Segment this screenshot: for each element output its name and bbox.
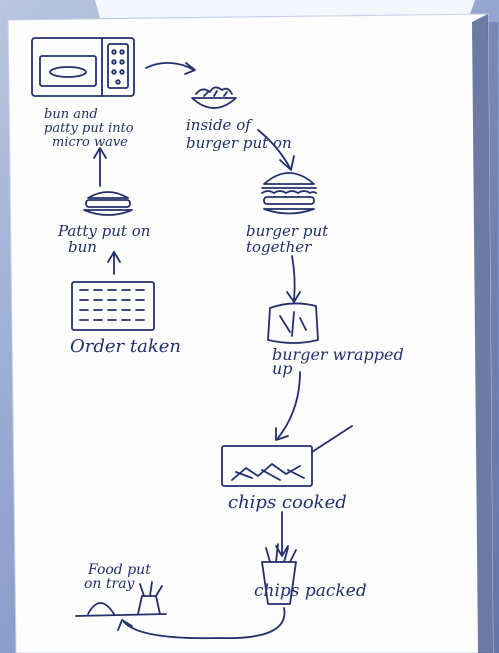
patty-bun-icon bbox=[83, 191, 133, 216]
label-line: burger wrapped bbox=[272, 345, 404, 364]
label-line: micro wave bbox=[52, 135, 128, 150]
inside-burger-label: inside of burger put on bbox=[186, 116, 292, 152]
flow-arrow bbox=[117, 607, 286, 640]
order-token-icon bbox=[71, 281, 155, 331]
flow-arrow bbox=[145, 62, 196, 75]
flow-arrow bbox=[275, 511, 289, 557]
label-line: together bbox=[246, 238, 312, 256]
flow-arrow bbox=[107, 251, 121, 275]
label-line: inside of bbox=[186, 116, 253, 134]
paper-fold bbox=[472, 14, 493, 653]
flow-arrow bbox=[275, 371, 301, 441]
chips-packed-label: chips packed bbox=[254, 581, 367, 601]
food-tray-icon bbox=[75, 581, 167, 617]
burger-filling-icon bbox=[191, 86, 237, 109]
flow-arrow bbox=[257, 129, 295, 171]
label-line: on tray bbox=[84, 576, 136, 592]
label-line: Patty put on bbox=[57, 222, 150, 240]
label-line: bun bbox=[68, 238, 97, 256]
paper-sheet bbox=[7, 13, 494, 653]
order-taken-label: Order taken bbox=[70, 336, 181, 357]
burger-icon bbox=[261, 172, 317, 215]
label-line: up bbox=[272, 359, 293, 378]
food-on-tray-label: Food put on tray bbox=[84, 562, 155, 592]
background-sheet bbox=[95, 0, 475, 18]
burger-wrapped-label: burger wrapped up bbox=[272, 345, 409, 378]
microwave-label: bun and patty put into micro wave bbox=[44, 107, 138, 150]
flow-arrow bbox=[93, 147, 107, 187]
burger-together-label: burger put together bbox=[246, 222, 333, 256]
fryer-basket-icon bbox=[221, 425, 353, 487]
patty-bun-label: Patty put on bun bbox=[57, 222, 155, 256]
chips-cooked-label: chips cooked bbox=[228, 492, 347, 513]
wrapped-burger-icon bbox=[267, 302, 319, 344]
label-line: patty put into bbox=[44, 121, 134, 136]
flow-arrow bbox=[286, 255, 301, 303]
label-line: bun and bbox=[44, 107, 98, 122]
label-line: Food put bbox=[87, 562, 151, 578]
label-line: burger put on bbox=[186, 134, 292, 152]
microwave-icon bbox=[31, 37, 135, 97]
label-line: burger put bbox=[246, 222, 329, 240]
fries-pack-icon bbox=[261, 543, 297, 605]
